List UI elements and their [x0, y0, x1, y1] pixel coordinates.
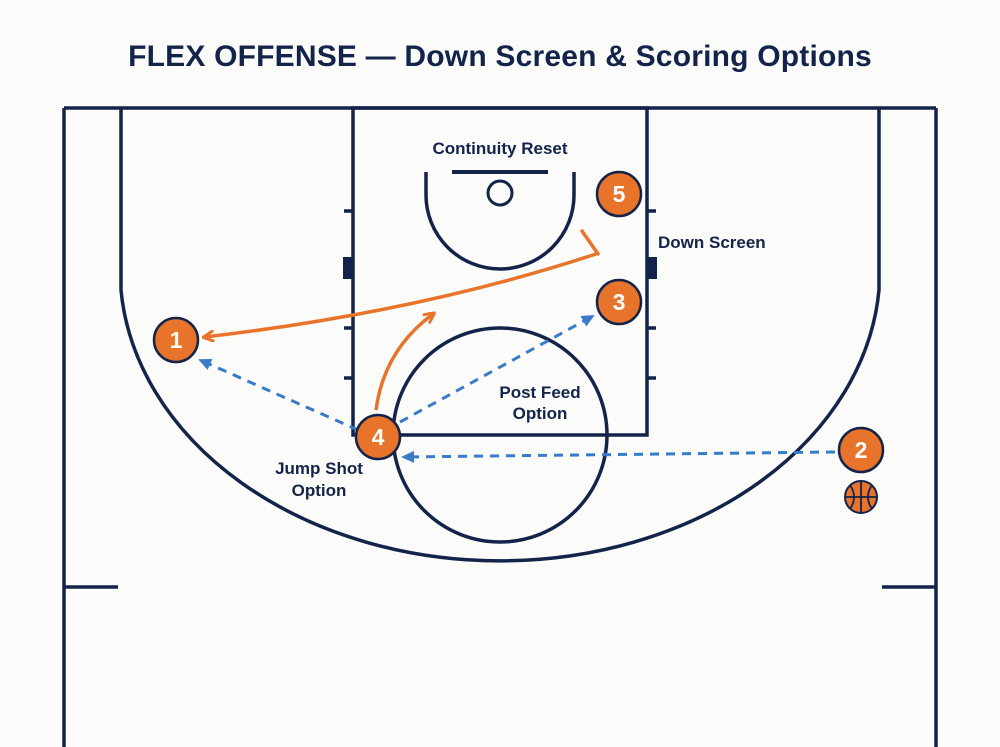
label-continuity-reset: Continuity Reset [432, 139, 567, 158]
player-number: 4 [372, 424, 385, 450]
player-number: 3 [613, 289, 626, 315]
player-number: 2 [855, 437, 868, 463]
player-marker [595, 278, 643, 326]
diagram-title: FLEX OFFENSE — Down Screen & Scoring Opt… [128, 40, 872, 73]
player-marker [152, 316, 200, 364]
player-number: 1 [170, 327, 183, 353]
hoop [486, 179, 514, 207]
pass-4-to-3 [399, 314, 595, 424]
player-3[interactable]: 3 [595, 278, 643, 326]
label-jump-shot-line1: Jump Shot [275, 459, 363, 478]
label-jump-shot-line2: Option [292, 481, 347, 500]
pass-2-to-4 [401, 450, 836, 463]
lane-block-right [647, 257, 657, 279]
player-1[interactable]: 1 [152, 316, 200, 364]
player-marker [595, 170, 643, 218]
screen-bar [580, 229, 600, 256]
lane-block-left [343, 257, 353, 279]
player-4[interactable]: 4 [354, 413, 402, 461]
cut-path-5-to-1 [205, 252, 597, 337]
player-5[interactable]: 5 [595, 170, 643, 218]
label-post-feed-line2: Option [513, 404, 568, 423]
three-point-line [119, 108, 881, 563]
restricted-arc [424, 172, 576, 271]
court-lines [62, 106, 938, 747]
player-marker [354, 413, 402, 461]
pass-4-to-1 [198, 358, 359, 432]
basketball-icon [844, 480, 878, 514]
player-number: 5 [613, 181, 626, 207]
player-2[interactable]: 2 [837, 426, 885, 474]
label-post-feed-line1: Post Feed [499, 383, 580, 402]
label-down-screen: Down Screen [658, 233, 766, 252]
cut-path-4-up [374, 314, 433, 411]
player-marker [837, 426, 885, 474]
